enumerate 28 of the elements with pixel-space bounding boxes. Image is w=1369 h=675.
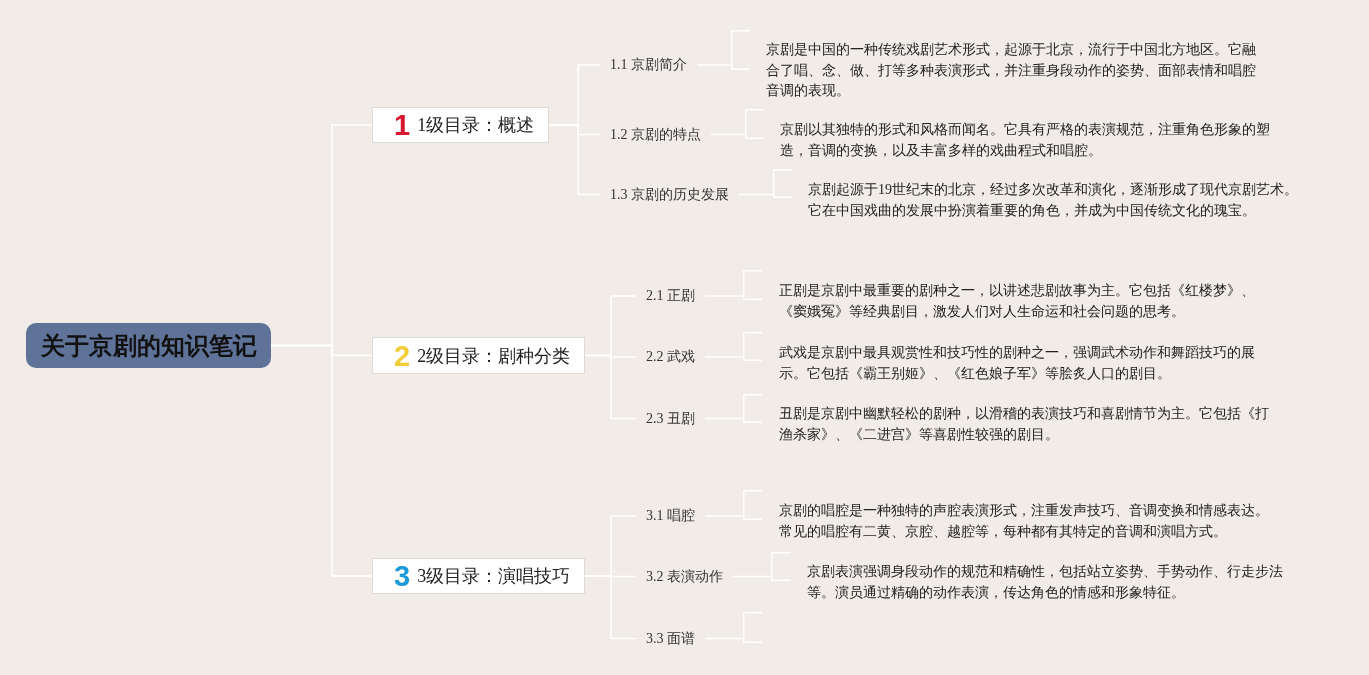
note-text: 京剧表演强调身段动作的规范和精确性，包括站立姿势、手势动作、行走步法等。演员通过精确的动作表演，传达角色的情感和形象特征。 [807,563,1284,602]
bracket [743,612,762,643]
topic-title: 2级目录：剧种分类 [417,344,571,367]
topic-title: 3级目录：演唱技巧 [417,565,571,587]
note-text: 京剧是中国的一种传统戏剧艺术形式，起源于北京，流行于中国北方地区。它融合了唱、念、做、打等多种表演形式，并注重身段动作的姿势、面部表情和唱腔音调的表现。 [766,41,1257,100]
note-text: 京剧以其独特的形式和风格而闻名。它具有严格的表演规范，注重角色形象的塑造，音调的变换，以及丰富多样的戏曲程式和唱腔。 [780,121,1271,160]
subtopic-label: 3.2 表演动作 [636,566,733,587]
subtopic-label: 3.1 唱腔 [636,506,705,526]
note-text: 京剧起源于19世纪末的北京，经过多次改革和演化，逐渐形成了现代京剧艺术。它在中国戏曲的发展中扮演着重要的角色，并成为中国传统文化的瑰宝。 [808,181,1299,220]
note-text: 京剧的唱腔是一种独特的声腔表演形式，注重发声技巧、音调变换和情感表达。常见的唱腔有二黄、京腔、越腔等，每种都有其特定的音调和演唱方式。 [779,502,1270,541]
subtopic-label: 3.3 面谱 [636,628,705,649]
central-topic: 关于京剧的知识笔记 [26,323,271,368]
topic-box [372,337,586,374]
subtopic-label: 1.3 京剧的历史发展 [600,184,739,205]
subtopic-label: 1.1 京剧简介 [600,55,697,75]
subtopic-label: 2.2 武戏 [636,347,705,367]
note-text: 丑剧是京剧中幽默轻松的剧种，以滑稽的表演技巧和喜剧情节为主。它包括《打渔杀家》、《二进宫》等喜剧性较强的剧目。 [779,405,1270,444]
number-marker: 1 [394,110,411,140]
subtopic-label: 2.3 丑剧 [636,408,705,429]
note-text: 武戏是京剧中最具观赏性和技巧性的剧种之一，强调武术动作和舞蹈技巧的展示。它包括《霸王别姬》、《红色娘子军》等脍炙人口的剧目。 [779,344,1256,383]
number-marker: 3 [394,561,411,591]
subtopic-label: 1.2 京剧的特点 [600,124,711,145]
subtopic-label: 2.1 正剧 [636,286,705,306]
topic-title: 1级目录：概述 [417,114,535,136]
topic-box [372,107,550,143]
topic-box [372,558,586,594]
number-marker: 2 [394,340,411,371]
note-text: 正剧是京剧中最重要的剧种之一，以讲述悲剧故事为主。它包括《红楼梦》、《窦娥冤》等经典剧目，激发人们对人生命运和社会问题的思考。 [779,282,1256,321]
